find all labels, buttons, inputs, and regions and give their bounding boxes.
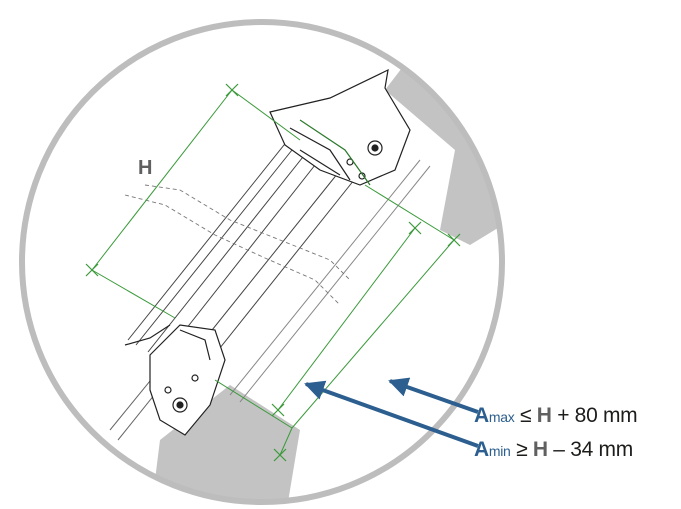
upper-fitting bbox=[269, 68, 411, 186]
amax-formula: Amax ≤ H + 80 mm bbox=[474, 404, 638, 429]
amin-variable: H bbox=[532, 438, 548, 461]
amax-variable: H bbox=[536, 404, 552, 427]
amax-pointer-arrow bbox=[388, 377, 479, 414]
amax-expression: + 80 mm bbox=[557, 404, 638, 427]
amin-subscript: min bbox=[488, 443, 511, 459]
amin-pointer-arrow bbox=[304, 380, 479, 448]
amax-operator: ≤ bbox=[519, 404, 532, 427]
lower-fitting bbox=[124, 324, 226, 436]
dimension-ticks bbox=[85, 83, 461, 462]
detail-content bbox=[85, 60, 502, 502]
amin-formula: Amin ≥ H – 34 mm bbox=[474, 438, 633, 463]
amax-subscript: max bbox=[488, 409, 515, 425]
amin-symbol: A bbox=[474, 438, 489, 461]
break-lines bbox=[124, 184, 351, 306]
detail-circle bbox=[19, 19, 505, 505]
amin-expression: – 34 mm bbox=[553, 438, 633, 461]
h-dimension-label: H bbox=[138, 157, 152, 179]
amin-operator: ≥ bbox=[516, 438, 528, 461]
amax-symbol: A bbox=[474, 404, 489, 427]
